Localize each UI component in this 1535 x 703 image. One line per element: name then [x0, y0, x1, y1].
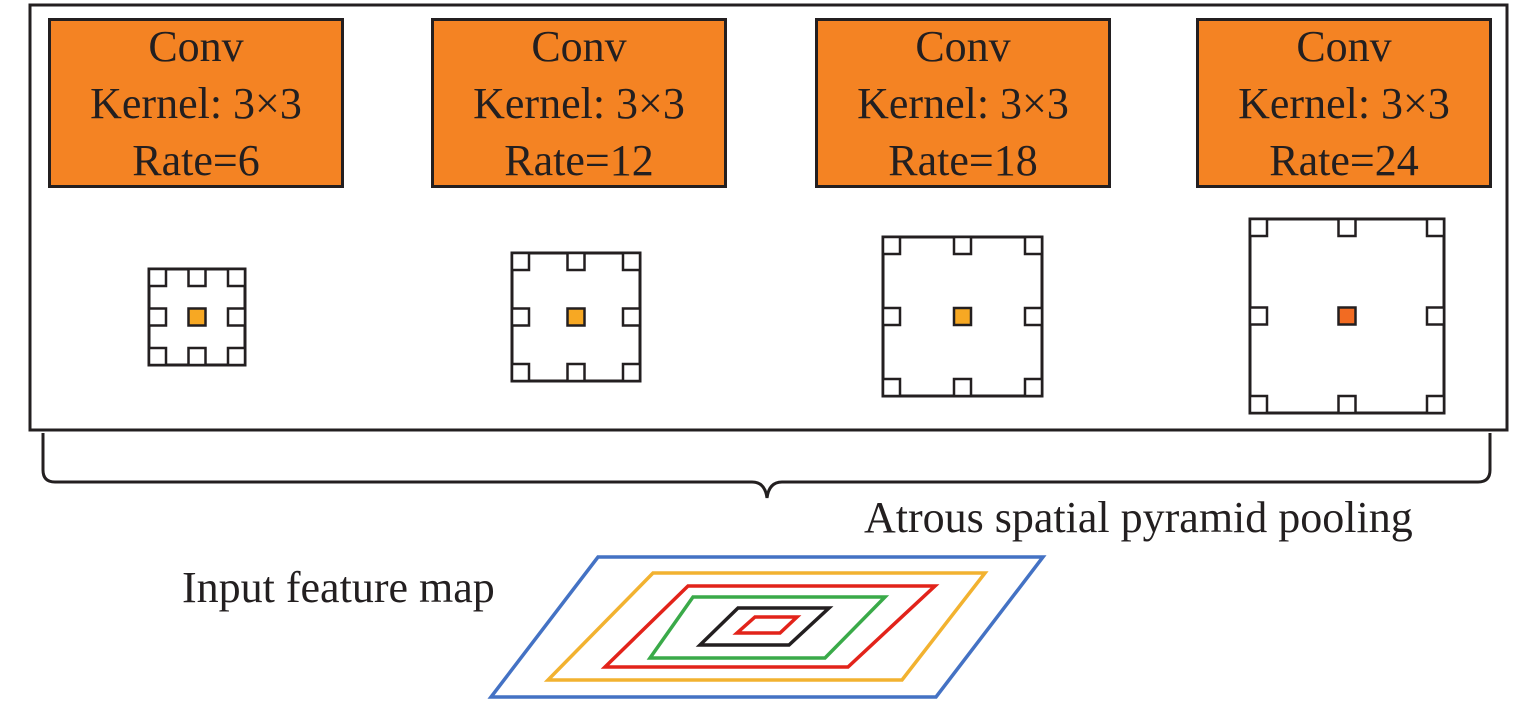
- kernel-sample-cell: [1248, 217, 1269, 238]
- kernel-sample-cell: [621, 307, 642, 327]
- kernel-glyph: [881, 235, 1044, 398]
- kernel-sample-cell: [566, 251, 586, 272]
- conv-block-rate-24: Conv Kernel: 3×3 Rate=24: [1196, 18, 1492, 188]
- kernel-sample-cell: [881, 235, 902, 256]
- kernel-sample-cell: [147, 346, 168, 367]
- conv-kernel: Kernel: 3×3: [473, 78, 685, 128]
- feature-map-ring: [732, 615, 802, 635]
- feature-map-ring: [600, 584, 940, 669]
- kernel-sample-cell: [621, 251, 642, 272]
- kernel-sample-cell: [187, 346, 207, 367]
- kernel-sample-cell: [226, 267, 247, 288]
- kernel-sample-cell: [510, 307, 531, 327]
- kernel-sample-cell: [881, 306, 902, 327]
- kernel-center-cell: [566, 307, 586, 327]
- kernel-sample-cell: [1425, 394, 1446, 415]
- kernel-sample-cell: [510, 251, 531, 272]
- dilated-kernels: [147, 217, 1446, 415]
- aspp-frame: [28, 3, 1509, 432]
- kernel-sample-cell: [1248, 306, 1269, 326]
- kernel-sample-cell: [147, 267, 168, 288]
- conv-kernel: Kernel: 3×3: [1238, 78, 1450, 128]
- conv-rate: Rate=24: [1269, 135, 1419, 185]
- kernel-sample-cell: [1337, 394, 1357, 415]
- conv-title: Conv: [1296, 21, 1392, 71]
- input-feature-map: [487, 555, 1047, 699]
- feature-map-ring: [695, 606, 834, 647]
- conv-kernel: Kernel: 3×3: [90, 78, 302, 128]
- conv-kernel: Kernel: 3×3: [857, 78, 1069, 128]
- kernel-center-cell: [952, 306, 973, 327]
- conv-rate: Rate=6: [132, 135, 260, 185]
- kernel-sample-cell: [952, 377, 973, 398]
- aspp-label: Atrous spatial pyramid pooling: [864, 493, 1413, 542]
- conv-rate: Rate=18: [888, 135, 1038, 185]
- kernel-sample-cell: [1425, 306, 1446, 326]
- kernel-sample-cell: [187, 267, 207, 288]
- kernel-sample-cell: [1425, 217, 1446, 238]
- conv-block-rate-6: Conv Kernel: 3×3 Rate=6: [48, 18, 344, 188]
- kernel-sample-cell: [1023, 377, 1044, 398]
- aspp-brace: [41, 433, 1492, 499]
- kernel-sample-cell: [621, 362, 642, 383]
- kernel-sample-cell: [881, 377, 902, 398]
- kernel-sample-cell: [226, 307, 247, 327]
- kernel-sample-cell: [566, 362, 586, 383]
- conv-title: Conv: [915, 21, 1011, 71]
- conv-block-rate-18: Conv Kernel: 3×3 Rate=18: [815, 18, 1111, 188]
- feature-map-ring: [646, 595, 890, 660]
- kernel-sample-cell: [1248, 394, 1269, 415]
- kernel-sample-cell: [952, 235, 973, 256]
- kernel-sample-cell: [510, 362, 531, 383]
- kernel-glyph: [1248, 217, 1446, 415]
- kernel-sample-cell: [1337, 217, 1357, 238]
- kernel-center-cell: [1337, 306, 1357, 326]
- feature-map-ring: [543, 571, 989, 682]
- conv-title: Conv: [531, 21, 627, 71]
- conv-rate: Rate=12: [504, 135, 654, 185]
- kernel-sample-cell: [226, 346, 247, 367]
- kernel-sample-cell: [1023, 235, 1044, 256]
- conv-title: Conv: [148, 21, 244, 71]
- kernel-glyph: [147, 267, 247, 367]
- kernel-glyph: [510, 251, 642, 383]
- feature-map-ring: [487, 555, 1047, 699]
- kernel-sample-cell: [1023, 306, 1044, 327]
- kernel-center-cell: [187, 307, 207, 327]
- kernel-sample-cell: [147, 307, 168, 327]
- conv-block-rate-12: Conv Kernel: 3×3 Rate=12: [431, 18, 727, 188]
- input-feature-map-label: Input feature map: [182, 563, 495, 612]
